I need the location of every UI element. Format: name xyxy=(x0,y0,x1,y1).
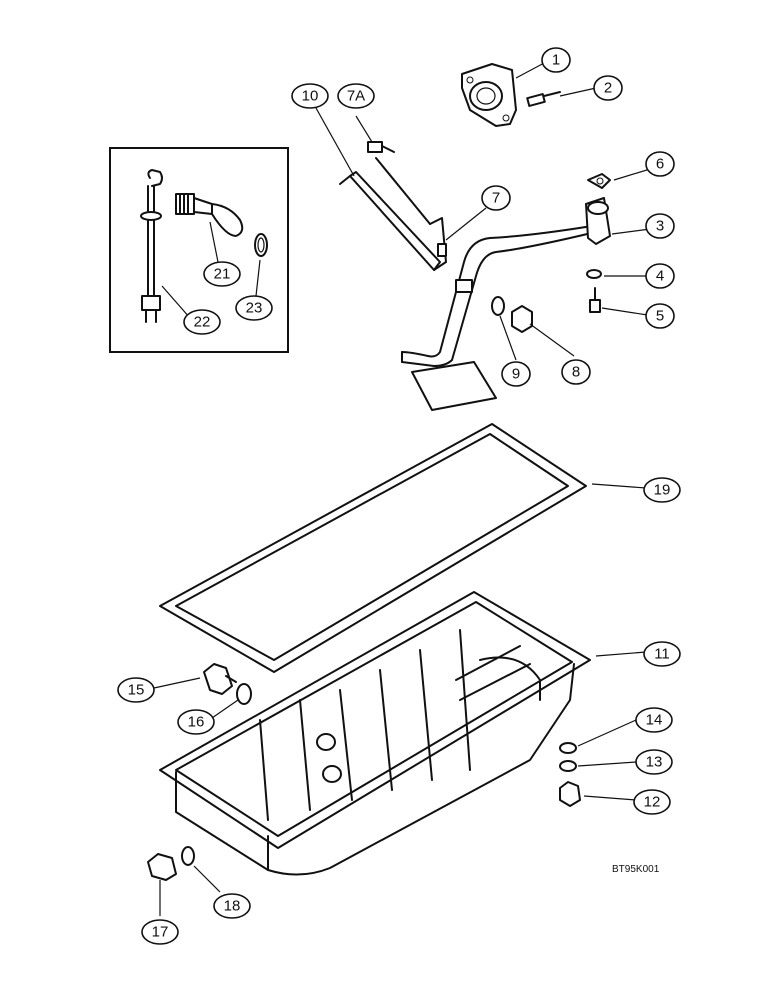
callout-1: 1 xyxy=(541,47,571,73)
bracket-bolt-7a-part xyxy=(367,141,395,153)
bolt-12-part xyxy=(559,781,581,807)
callout-2: 2 xyxy=(593,75,623,101)
support-bracket-part xyxy=(339,157,447,271)
callout-10: 10 xyxy=(291,83,329,109)
leader-7 xyxy=(445,207,487,241)
callout-7a: 7A xyxy=(337,83,375,109)
leader-13 xyxy=(577,761,637,767)
leader-8 xyxy=(529,323,575,357)
svg-text:13: 13 xyxy=(646,754,663,771)
leader-1 xyxy=(515,61,547,79)
svg-text:8: 8 xyxy=(572,364,580,381)
washer-13-part xyxy=(559,760,577,772)
heater-element-part xyxy=(175,193,244,237)
svg-text:9: 9 xyxy=(512,366,520,383)
leader-9 xyxy=(499,315,517,361)
leader-16 xyxy=(211,699,239,719)
plug-15-part xyxy=(203,663,237,695)
callout-22: 22 xyxy=(183,309,221,335)
callout-13: 13 xyxy=(635,749,673,775)
svg-text:4: 4 xyxy=(656,268,664,285)
leader-10 xyxy=(315,107,355,177)
drain-plug-17-part xyxy=(147,853,177,881)
washer-9-part xyxy=(491,296,505,316)
callout-9: 9 xyxy=(501,361,531,387)
leader-22 xyxy=(161,285,191,319)
callout-3: 3 xyxy=(645,213,675,239)
washer-4-part xyxy=(586,269,602,279)
tube-clip-part xyxy=(455,279,473,293)
callout-21: 21 xyxy=(203,261,241,287)
callout-8: 8 xyxy=(561,359,591,385)
svg-text:3: 3 xyxy=(656,218,664,235)
svg-text:5: 5 xyxy=(656,308,664,325)
svg-text:7: 7 xyxy=(492,190,500,207)
inset-frame xyxy=(109,147,289,353)
drain-port-fittings xyxy=(316,733,342,783)
svg-text:11: 11 xyxy=(654,646,670,663)
callout-11: 11 xyxy=(643,641,681,667)
seal-ring-part xyxy=(254,233,268,257)
leader-7a xyxy=(355,115,373,143)
seal-16-part xyxy=(236,683,252,705)
svg-text:2: 2 xyxy=(604,80,612,97)
tube-gasket-part xyxy=(587,173,611,189)
callout-18: 18 xyxy=(213,893,251,919)
callout-16: 16 xyxy=(177,709,215,735)
bolt-5-part xyxy=(589,287,601,313)
callout-12: 12 xyxy=(633,789,671,815)
leader-12 xyxy=(583,795,637,801)
callout-15: 15 xyxy=(117,677,155,703)
svg-text:7A: 7A xyxy=(347,88,365,105)
svg-text:18: 18 xyxy=(224,898,241,915)
callout-19: 19 xyxy=(643,477,681,503)
inset-heater-group xyxy=(109,147,289,353)
bracket-bolt-7-part xyxy=(437,243,447,257)
washer-14-part xyxy=(559,742,577,754)
callout-4: 4 xyxy=(645,263,675,289)
svg-text:6: 6 xyxy=(656,156,664,173)
leader-18 xyxy=(193,865,221,893)
svg-text:22: 22 xyxy=(194,314,211,331)
leader-2 xyxy=(559,87,597,97)
callout-14: 14 xyxy=(635,707,673,733)
leader-23 xyxy=(255,259,261,297)
oil-pan-gasket-part xyxy=(159,423,587,673)
nut-8-part xyxy=(511,305,533,333)
svg-text:19: 19 xyxy=(654,482,671,499)
heater-cord-part xyxy=(140,169,163,323)
oil-pump-part xyxy=(461,63,517,127)
svg-text:10: 10 xyxy=(302,88,319,105)
reference-code: BT95K001 xyxy=(612,864,660,875)
leader-15 xyxy=(153,677,201,689)
svg-text:16: 16 xyxy=(188,714,205,731)
svg-text:17: 17 xyxy=(152,924,169,941)
callout-5: 5 xyxy=(645,303,675,329)
callout-23: 23 xyxy=(235,295,273,321)
oil-pan-part xyxy=(159,591,591,876)
svg-text:1: 1 xyxy=(552,52,560,69)
leader-21 xyxy=(209,221,219,263)
callout-6: 6 xyxy=(645,151,675,177)
callout-17: 17 xyxy=(141,919,179,945)
pump-bolt-part xyxy=(526,91,561,107)
svg-text:12: 12 xyxy=(644,794,661,811)
svg-text:23: 23 xyxy=(246,300,263,317)
svg-text:15: 15 xyxy=(128,682,145,699)
leader-19 xyxy=(591,483,647,489)
leader-11 xyxy=(595,651,647,657)
seal-18-part xyxy=(181,846,195,866)
svg-text:14: 14 xyxy=(646,712,663,729)
callout-7: 7 xyxy=(481,185,511,211)
oil-suction-tube-part xyxy=(401,197,611,411)
leader-14 xyxy=(577,719,637,747)
svg-text:21: 21 xyxy=(214,266,231,283)
